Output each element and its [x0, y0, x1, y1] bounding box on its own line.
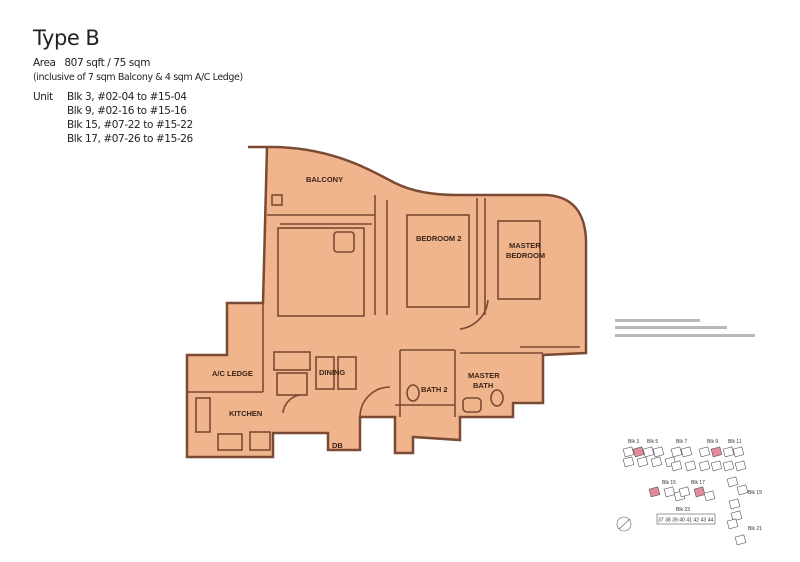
room-label-bath-2: BATH 2 — [421, 385, 448, 394]
north-arrow-icon — [616, 516, 632, 532]
key-plan-unit-number: 43 — [701, 518, 707, 524]
key-plan-unit — [722, 446, 735, 458]
key-plan-unit-number: 38 — [665, 518, 671, 524]
legend-line — [615, 326, 727, 329]
key-plan-unit — [652, 446, 665, 458]
key-plan-unit — [730, 510, 743, 522]
key-plan-block-label: Blk 19 — [748, 490, 762, 496]
key-plan-block-label: Blk 3 — [628, 439, 639, 445]
key-plan-unit-number: 42 — [694, 518, 700, 524]
interior-walls — [187, 194, 580, 451]
area-label: Area — [33, 57, 56, 69]
key-plan-unit — [703, 490, 716, 502]
room-label-master-bedroom-2: BEDROOM — [506, 251, 545, 260]
room-label-ac-ledge: A/C LEDGE — [212, 369, 253, 378]
key-plan-unit — [734, 534, 747, 546]
area-value: 807 sqft / 75 sqm — [64, 57, 151, 69]
room-label-master-bath: MASTER — [468, 371, 500, 380]
area-row: Area 807 sqft / 75 sqm — [33, 56, 150, 70]
key-plan-unit — [670, 460, 683, 472]
key-plan-unit — [726, 476, 739, 488]
room-label-master-bath-2: BATH — [473, 381, 493, 390]
legend-line — [615, 319, 700, 322]
key-plan-unit — [710, 460, 723, 472]
unit-label: Unit — [33, 91, 53, 103]
unit-range: Blk 9, #02-16 to #15-16 — [67, 105, 187, 117]
key-plan-unit — [698, 460, 711, 472]
key-plan-unit — [650, 456, 663, 468]
room-label-balcony: BALCONY — [306, 175, 343, 184]
key-plan-unit-number: 44 — [708, 518, 714, 524]
key-plan-unit — [678, 486, 691, 498]
key-plan-unit — [726, 518, 739, 530]
key-plan-block-label: Blk 17 — [691, 480, 705, 486]
key-plan-unit — [663, 486, 676, 498]
key-plan-unit — [710, 446, 723, 458]
key-plan-block-label: Blk 9 — [707, 439, 718, 445]
key-plan-unit — [734, 460, 747, 472]
key-plan-unit — [698, 446, 711, 458]
legend-line — [615, 334, 755, 337]
key-plan-unit — [648, 486, 661, 498]
unit-range: Blk 3, #02-04 to #15-04 — [67, 91, 187, 103]
key-plan-unit — [728, 498, 741, 510]
key-plan-unit-number: 41 — [686, 518, 692, 524]
key-plan-unit — [636, 456, 649, 468]
unit-range: Blk 17, #07-26 to #15-26 — [67, 133, 193, 145]
key-plan-unit-number: 37 — [658, 518, 664, 524]
key-plan-block-label: Blk 7 — [676, 439, 687, 445]
north-arrow-needle — [618, 518, 631, 530]
room-label-kitchen: KITCHEN — [229, 409, 262, 418]
key-plan-unit — [670, 446, 683, 458]
key-plan-unit — [632, 446, 645, 458]
key-plan — [616, 446, 749, 546]
area-note: (inclusive of 7 sqm Balcony & 4 sqm A/C … — [33, 72, 243, 83]
key-plan-block-label: Blk 23 — [676, 507, 690, 513]
key-plan-block-label: Blk 21 — [748, 526, 762, 532]
key-plan-unit — [722, 460, 735, 472]
key-plan-blk23-box — [656, 513, 716, 525]
key-plan-unit — [622, 456, 635, 468]
key-plan-block-label: Blk 11 — [728, 439, 742, 445]
unit-type-title: Type B — [33, 26, 100, 50]
unit-list: Blk 3, #02-04 to #15-04 Blk 9, #02-16 to… — [67, 90, 193, 146]
key-plan-block-label: Blk 15 — [662, 480, 676, 486]
key-plan-block-label: Blk 5 — [647, 439, 658, 445]
unit-range: Blk 15, #07-22 to #15-22 — [67, 119, 193, 131]
room-label-dining: DINING — [319, 368, 345, 377]
key-plan-unit-number: 40 — [679, 518, 685, 524]
key-plan-unit — [693, 486, 706, 498]
key-plan-unit — [684, 460, 697, 472]
key-plan-unit-number: 39 — [672, 518, 678, 524]
key-plan-unit — [680, 446, 693, 458]
room-label-bedroom-2: BEDROOM 2 — [416, 234, 461, 243]
key-plan-unit — [736, 484, 749, 496]
room-label-db: DB — [332, 441, 343, 450]
key-plan-unit — [622, 446, 635, 458]
key-plan-unit — [642, 446, 655, 458]
room-label-master-bedroom: MASTER — [509, 241, 541, 250]
key-plan-unit — [732, 446, 745, 458]
